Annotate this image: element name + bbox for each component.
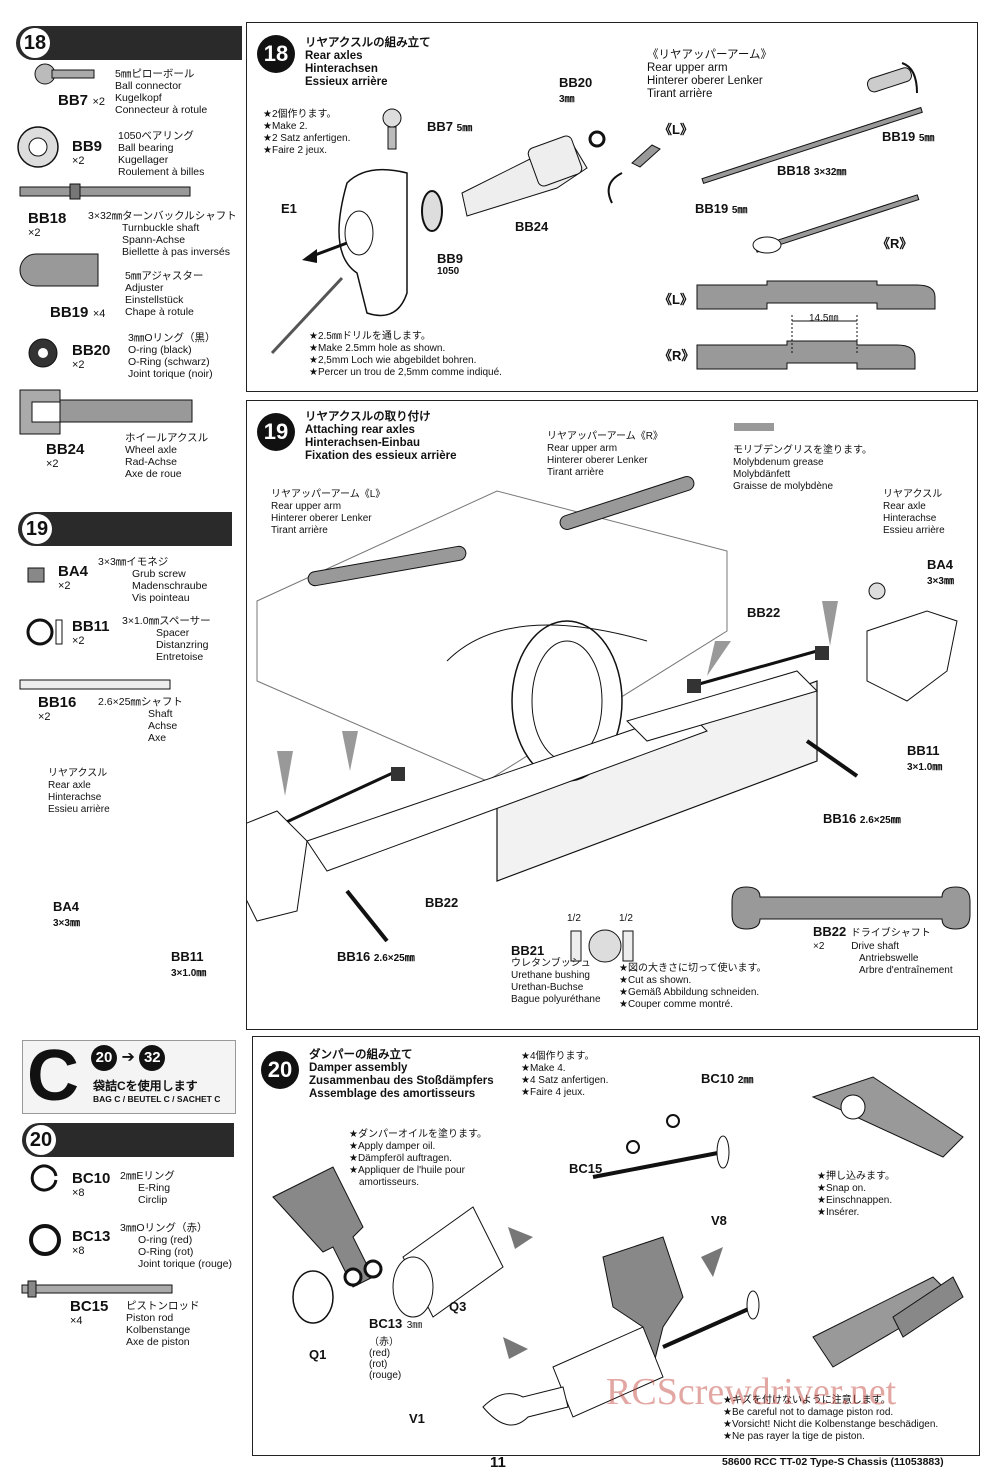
part-bb18: BB18×2 xyxy=(28,210,67,239)
label-bb19-b: BB19 5㎜ xyxy=(695,201,748,216)
step-18-drawing xyxy=(270,62,936,370)
part-bb20-desc: 3㎜Oリング（黒）O-ring (black)O-Ring (schwarz)J… xyxy=(128,332,216,380)
label-bb22-l: BB22 xyxy=(425,895,459,910)
label-bb24: BB24 xyxy=(515,219,549,234)
label-bb7: BB7 5㎜ xyxy=(427,119,473,134)
label-half-b: 1/2 xyxy=(619,913,633,924)
label-bb19-a: BB19 5㎜ xyxy=(882,129,935,144)
part-bb16: BB16×2 xyxy=(38,694,77,723)
part-ba4: BA4×2 xyxy=(58,563,89,592)
label-bc15: BC15 xyxy=(569,1161,603,1176)
step-number: 20 xyxy=(261,1051,299,1089)
part-bc15: BC15×4 xyxy=(70,1298,109,1327)
make-note: ★4個作ります。★Make 4.★4 Satz anfertigen.★Fair… xyxy=(521,1051,609,1098)
step-number: 19 xyxy=(257,413,295,451)
section-header-20: 20 xyxy=(22,1123,234,1157)
part-bc13: BC13×8 xyxy=(72,1228,111,1257)
section-header-18: 18 xyxy=(16,26,242,60)
section-number: 19 xyxy=(22,514,52,544)
section-header-19: 19 xyxy=(18,512,232,546)
label-L-top: 《L》 xyxy=(659,122,693,137)
bag-c-box: C 20 ➔ 32 袋詰Cを使用します BAG C / BEUTEL C / S… xyxy=(22,1036,236,1116)
label-bb16-r: BB16 2.6×25㎜ xyxy=(823,811,901,826)
model-footer: 58600 RCC TT-02 Type-S Chassis (11053883… xyxy=(722,1456,944,1468)
step-number: 18 xyxy=(257,35,295,73)
part-bc13-desc: 3㎜Oリング（赤）O-ring (red)O-Ring (rot)Joint t… xyxy=(120,1222,232,1270)
label-v8: V8 xyxy=(711,1213,727,1228)
bb21-block: BB21 ウレタンブッシュ Urethane bushing Urethan-B… xyxy=(511,943,601,1005)
label-bb22-r: BB22 xyxy=(747,605,781,620)
part-bb7: BB7 ×2 xyxy=(58,92,106,109)
section-number: 18 xyxy=(20,28,50,58)
label-e1: E1 xyxy=(281,201,297,216)
step-20-drawing xyxy=(272,1076,964,1426)
dimension-label: 14.5㎜ xyxy=(809,313,839,324)
drill-note: ★2.5㎜ドリルを通します。★Make 2.5mm hole as shown.… xyxy=(309,331,502,378)
label-bb16-l: BB16 2.6×25㎜ xyxy=(337,949,415,964)
step-19-drawing xyxy=(247,423,971,963)
label-q3: Q3 xyxy=(449,1299,467,1314)
part-bc10: BC10×8 xyxy=(72,1170,111,1199)
oil-note: ★ダンパーオイルを塗ります。★Apply damper oil.★Dämpfer… xyxy=(349,1129,487,1188)
bag-range-end: 32 xyxy=(139,1045,166,1071)
part-bb20: BB20×2 xyxy=(72,342,111,371)
bb21-cut-note: ★図の大きさに切って使います。★Cut as shown.★Gemäß Abbi… xyxy=(619,963,767,1010)
label-R-top: 《R》 xyxy=(877,236,913,251)
part-bb9: BB9×2 xyxy=(72,138,103,167)
watermark: RCScrewdriver.net xyxy=(606,1371,897,1413)
bag-en: BAG C / BEUTEL C / SACHET C xyxy=(93,1094,221,1104)
label-L-bottom: 《L》 xyxy=(659,292,693,307)
bag-jp: 袋詰Cを使用します xyxy=(93,1079,198,1093)
part-bb19: BB19 ×4 xyxy=(50,304,106,321)
careful-note: ★キズを付けないように注意します。★Be careful not to dama… xyxy=(723,1395,939,1442)
section-number: 20 xyxy=(26,1125,56,1155)
page-number: 11 xyxy=(490,1454,506,1471)
part-bb11: BB11×2 xyxy=(72,618,110,647)
label-bb18: BB18 3×32㎜ xyxy=(777,163,847,178)
part-bb24: BB24×2 xyxy=(46,441,85,470)
label-bc10: BC10 2㎜ xyxy=(701,1071,754,1086)
bb22-block: BB22 ドライブシャフト ×2 Drive shaft Antriebswel… xyxy=(813,924,953,976)
make-note: ★2個作ります。★Make 2.★2 Satz anfertigen.★Fair… xyxy=(263,109,351,156)
label-bc13: BC13 3㎜ （赤）(red)(rot)(rouge) xyxy=(369,1316,423,1381)
label-v1: V1 xyxy=(409,1411,425,1426)
label-R-bottom: 《R》 xyxy=(659,348,695,363)
bag-letter: C xyxy=(27,1036,79,1116)
label-half-a: 1/2 xyxy=(567,913,581,924)
label-q1: Q1 xyxy=(309,1347,327,1362)
snap-note: ★押し込みます。★Snap on.★Einschnappen.★Insérer. xyxy=(817,1171,895,1218)
bag-range-start: 20 xyxy=(91,1045,117,1071)
